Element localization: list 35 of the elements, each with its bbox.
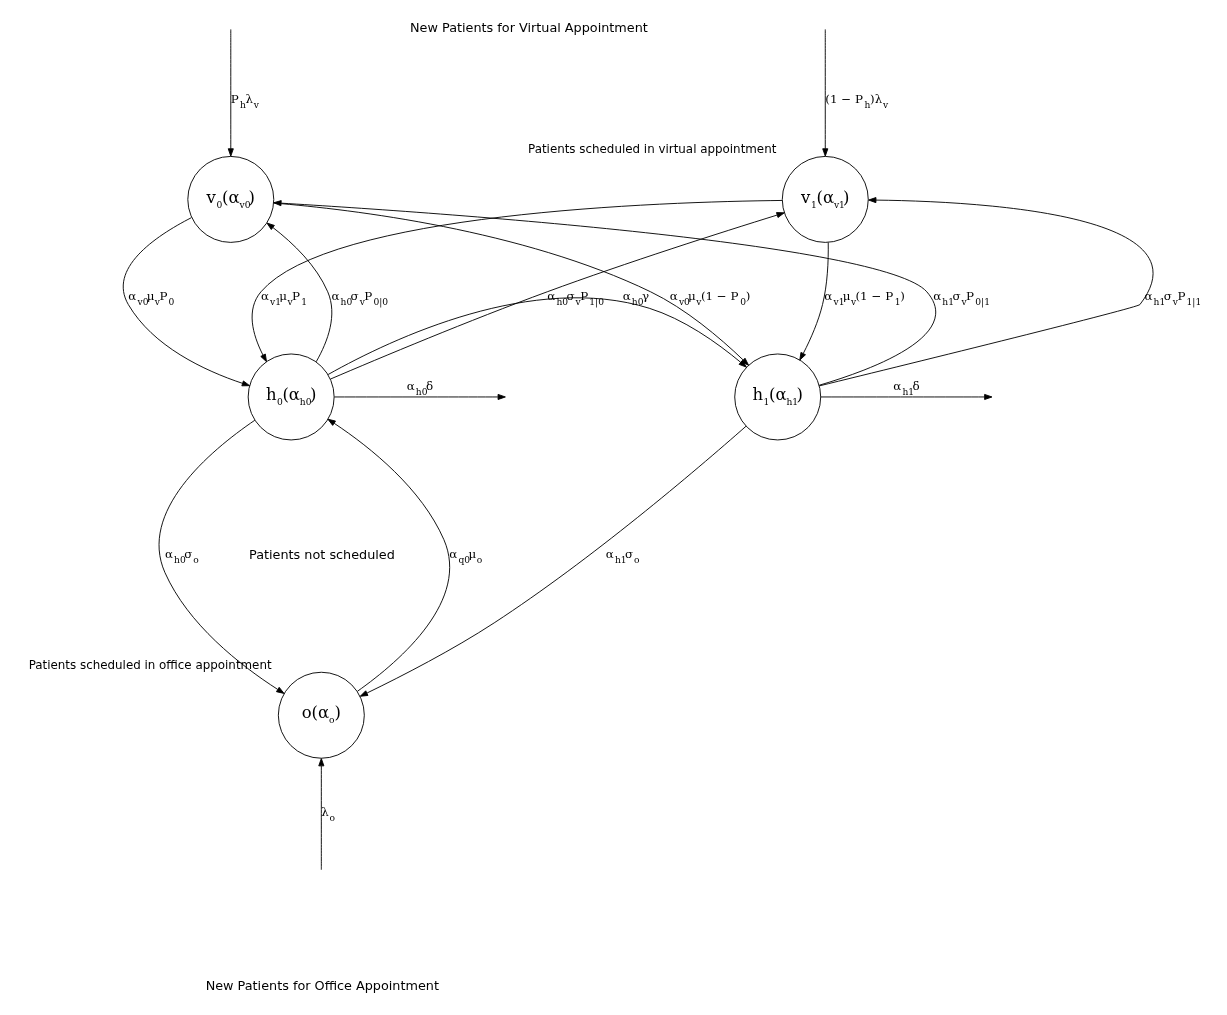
edge-label: α$_{h1}$δ <box>892 379 920 398</box>
label: New Patients for Virtual Appointment <box>409 19 648 35</box>
edge-label: (1 − P$_{h}$)λ$_{v}$ <box>824 91 888 110</box>
arrow <box>820 393 992 400</box>
node-label: Patients scheduled in virtual appointment <box>527 142 776 157</box>
arrow <box>266 222 332 363</box>
edge-label: α$_{v0}$μ$_{v}$(1 − P$_{0}$) <box>669 289 750 308</box>
arrow <box>798 242 829 361</box>
arrow <box>359 425 746 697</box>
arrow <box>333 393 506 400</box>
edge-label: α$_{h0}$σ$_{v}$P$_{0|0}$ <box>330 289 388 308</box>
arrow <box>821 28 828 157</box>
edge-label: α$_{h0}$δ <box>406 379 433 398</box>
arrow <box>818 197 1153 387</box>
node-circle: v$_{1}$(α$_{v1}$) <box>781 155 869 243</box>
arrow <box>272 200 936 386</box>
arrow <box>158 419 284 694</box>
edge-label: α$_{v0}$μ$_{v}$P$_{0}$ <box>127 289 174 308</box>
arrow <box>317 758 324 871</box>
arrow <box>227 28 234 157</box>
edge-label: P$_{h}$λ$_{v}$ <box>230 91 259 110</box>
label: New Patients for Office Appointment <box>205 978 439 993</box>
edge-label: α$_{h0}$γ <box>622 289 649 308</box>
edge-label: α$_{h0}$σ$_{o}$ <box>164 547 199 566</box>
edge-label: α$_{h1}$σ$_{v}$P$_{1|1}$ <box>1143 289 1201 308</box>
edge-label: α$_{h1}$σ$_{o}$ <box>605 547 640 566</box>
edge-label: α$_{v1}$μ$_{v}$P$_{1}$ <box>260 289 307 308</box>
arrow <box>329 212 785 380</box>
edge-label: α$_{q0}$μ$_{o}$ <box>448 547 482 566</box>
edge-label: α$_{h1}$σ$_{v}$P$_{0|1}$ <box>932 289 990 308</box>
edge-label: α$_{v1}$μ$_{v}$(1 − P$_{1}$) <box>823 289 905 308</box>
arrow <box>327 418 450 692</box>
edge-label: λ$_{o}$ <box>320 805 335 824</box>
label: Patients not scheduled <box>248 547 395 563</box>
arrow <box>122 217 250 387</box>
